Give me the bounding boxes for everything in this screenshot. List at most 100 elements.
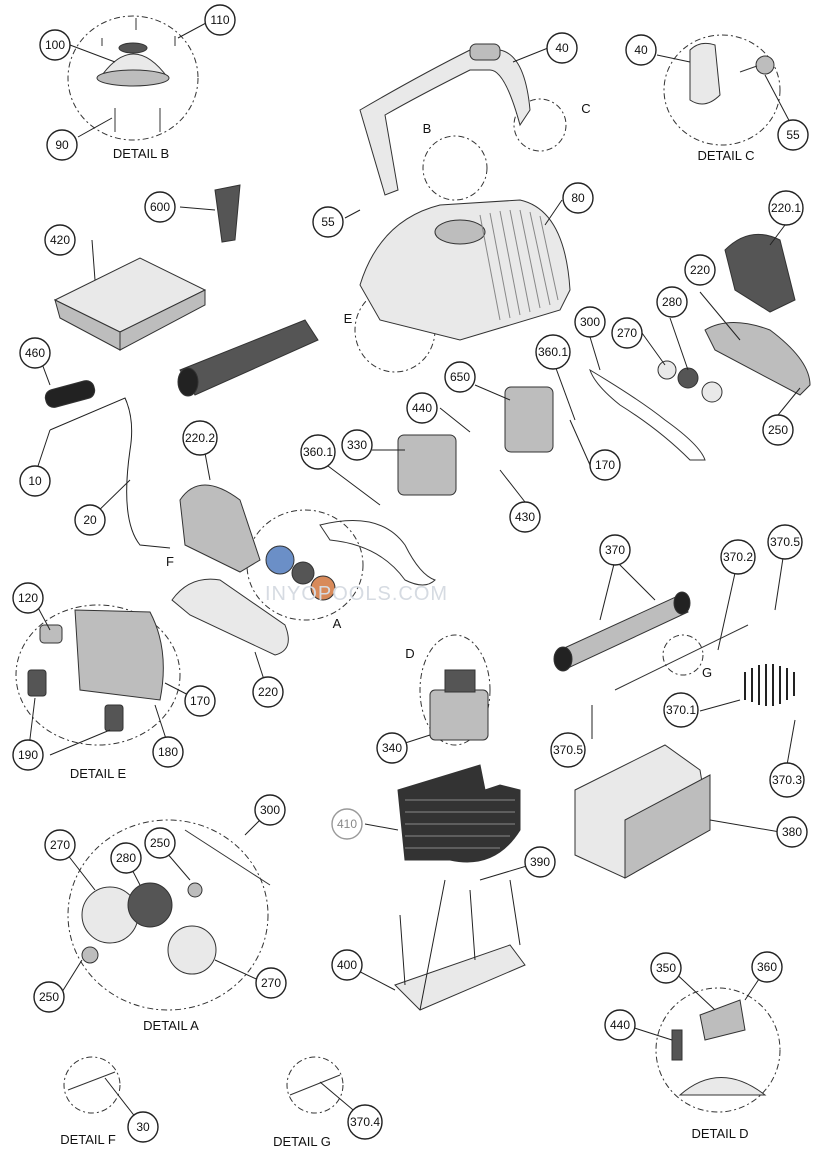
callout-bubble bbox=[39, 29, 71, 61]
callout-label: 270 bbox=[617, 326, 637, 340]
callout-360-1a: 360.1 bbox=[535, 334, 571, 370]
callout-bubble bbox=[589, 449, 621, 481]
callout-55a: 55 bbox=[312, 206, 344, 238]
callout-bubble bbox=[524, 846, 556, 878]
callout-bubble bbox=[46, 129, 78, 161]
axle-rod bbox=[614, 624, 749, 691]
callout-label: 340 bbox=[382, 741, 402, 755]
brush-axle bbox=[553, 591, 691, 672]
pump-motor bbox=[397, 434, 457, 496]
callout-label: 270 bbox=[261, 976, 281, 990]
detail-e-ring bbox=[15, 604, 181, 746]
callout-340: 340 bbox=[376, 732, 408, 764]
detail-d-ring bbox=[655, 987, 781, 1113]
callout-90: 90 bbox=[46, 129, 78, 161]
detail-g-rod bbox=[289, 1074, 341, 1096]
callout-label: 80 bbox=[571, 191, 585, 205]
callout-label: 220 bbox=[690, 263, 710, 277]
callout-label: 390 bbox=[530, 855, 550, 869]
detail-b-ring bbox=[67, 15, 199, 141]
callout-bubble bbox=[44, 224, 76, 256]
callout-label: 370.5 bbox=[770, 535, 800, 549]
callout-bubble bbox=[599, 534, 631, 566]
gear-box bbox=[504, 386, 554, 453]
callout-bubble bbox=[604, 1009, 636, 1041]
callout-bubble bbox=[19, 337, 51, 369]
callout-bubble bbox=[535, 334, 571, 370]
callout-bubble bbox=[184, 685, 216, 717]
callout-label: 360.1 bbox=[538, 345, 568, 359]
drive-wheels bbox=[265, 545, 336, 601]
callout-370: 370 bbox=[599, 534, 631, 566]
callout-250c: 250 bbox=[33, 981, 65, 1013]
callout-label: 250 bbox=[768, 423, 788, 437]
wheel-right-b bbox=[701, 381, 723, 403]
callout-bubble bbox=[300, 434, 336, 470]
callout-300b: 300 bbox=[254, 794, 286, 826]
detail-b-title: DETAIL B bbox=[113, 146, 169, 161]
callout-440a: 440 bbox=[406, 392, 438, 424]
callout-bubble bbox=[12, 739, 44, 771]
letter-c: C bbox=[581, 101, 590, 116]
callout-330: 330 bbox=[341, 429, 373, 461]
handle bbox=[359, 43, 531, 196]
callout-label: 360 bbox=[757, 960, 777, 974]
callout-label: 220 bbox=[258, 685, 278, 699]
ref-ring-d bbox=[419, 634, 491, 746]
callout-label: 370 bbox=[605, 543, 625, 557]
callout-label: 360.1 bbox=[303, 445, 333, 459]
callout-bubble bbox=[769, 762, 805, 798]
callout-label: 650 bbox=[450, 370, 470, 384]
callout-55b: 55 bbox=[777, 119, 809, 151]
callout-bubble bbox=[204, 4, 236, 36]
callout-410: 410 bbox=[331, 808, 363, 840]
callout-bubble bbox=[341, 429, 373, 461]
callout-label: 40 bbox=[555, 41, 569, 55]
callout-180: 180 bbox=[152, 736, 184, 768]
detail-e-title: DETAIL E bbox=[70, 766, 127, 781]
callout-bubble bbox=[546, 32, 578, 64]
detail-f-title: DETAIL F bbox=[60, 1132, 116, 1147]
callout-220b: 220 bbox=[252, 676, 284, 708]
callout-bubble bbox=[751, 951, 783, 983]
callout-380: 380 bbox=[776, 816, 808, 848]
callout-bubble bbox=[331, 808, 363, 840]
callout-300a: 300 bbox=[574, 306, 606, 338]
callout-bubble bbox=[444, 361, 476, 393]
letter-a: A bbox=[333, 616, 342, 631]
side-plate bbox=[171, 578, 289, 656]
callout-label: 10 bbox=[28, 474, 42, 488]
callout-bubble bbox=[574, 306, 606, 338]
handle-hinge bbox=[689, 42, 775, 105]
detail-g-ring bbox=[286, 1056, 344, 1114]
callout-label: 100 bbox=[45, 38, 65, 52]
callout-label: 270 bbox=[50, 838, 70, 852]
callout-label: 370.1 bbox=[666, 703, 696, 717]
callout-440b: 440 bbox=[604, 1009, 636, 1041]
callout-370-1: 370.1 bbox=[663, 692, 699, 728]
detail-f-cable bbox=[67, 1071, 116, 1091]
ref-ring-g bbox=[662, 634, 704, 676]
callout-bubble bbox=[347, 1104, 383, 1140]
callout-bubble bbox=[182, 420, 218, 456]
callout-label: 220.1 bbox=[771, 201, 801, 215]
callout-bubble bbox=[611, 317, 643, 349]
callout-label: 300 bbox=[260, 803, 280, 817]
callout-650: 650 bbox=[444, 361, 476, 393]
callout-bubble bbox=[19, 465, 51, 497]
callout-370-5a: 370.5 bbox=[767, 524, 803, 560]
callout-bubble bbox=[33, 981, 65, 1013]
callout-370-4: 370.4 bbox=[347, 1104, 383, 1140]
callout-270a: 270 bbox=[611, 317, 643, 349]
callout-bubble bbox=[562, 182, 594, 214]
callout-40b: 40 bbox=[625, 34, 657, 66]
callout-label: 460 bbox=[25, 346, 45, 360]
callout-bubble bbox=[254, 794, 286, 826]
callout-bubble bbox=[144, 827, 176, 859]
callout-250b: 250 bbox=[144, 827, 176, 859]
detail-e-clip-a bbox=[27, 669, 47, 697]
grip-roller bbox=[44, 380, 96, 408]
letter-g: G bbox=[702, 665, 712, 680]
callout-label: 170 bbox=[190, 694, 210, 708]
top-cover-dome bbox=[96, 18, 176, 132]
